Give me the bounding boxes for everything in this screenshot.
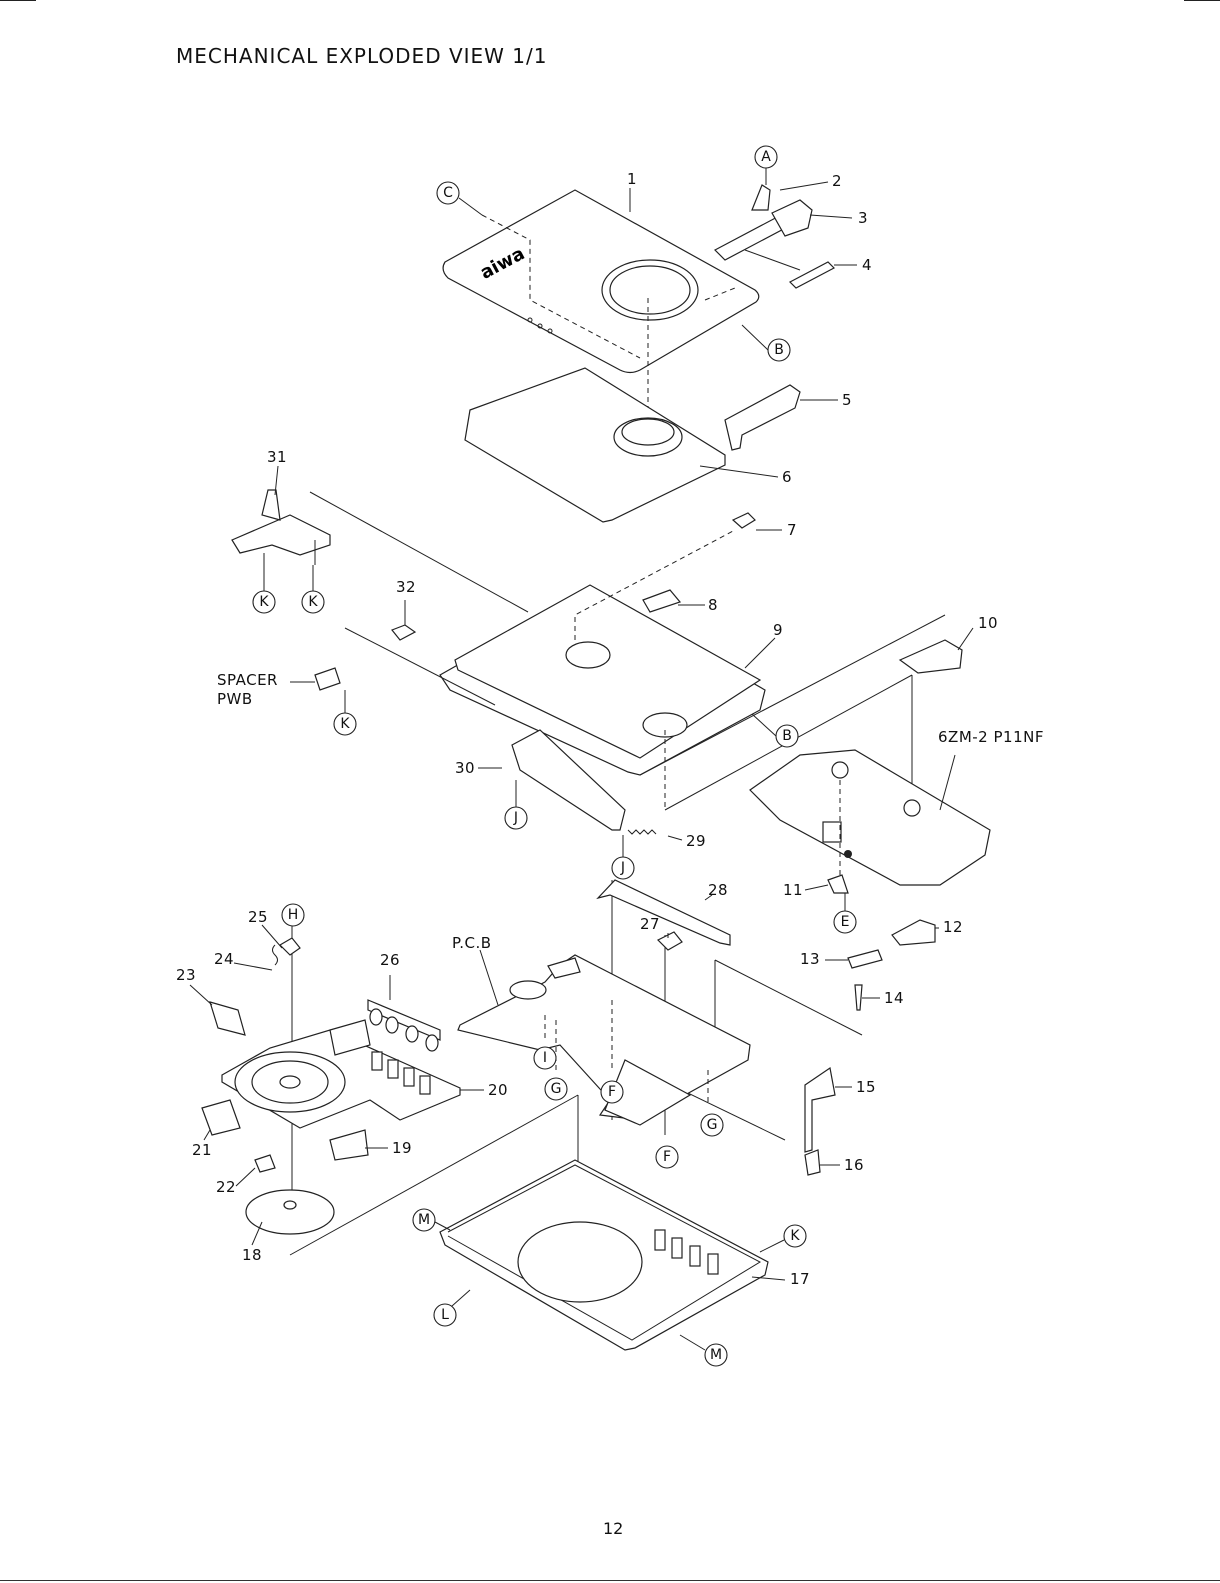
part-label-6: 6 [782,468,792,486]
part-label-25: 25 [248,908,268,926]
pickup-model-label: 6ZM-2 P11NF [938,728,1044,746]
part-label-13: 13 [800,950,820,968]
part-label-26: 26 [380,951,400,969]
connector-c: C [437,182,459,204]
svg-text:K: K [790,1228,800,1244]
part-label-2: 2 [832,172,842,190]
connector-b-chassis: B [776,725,798,747]
connector-h: H [282,904,304,926]
part-label-29: 29 [686,832,706,850]
part-27-bracket [658,932,682,950]
part-label-10: 10 [978,614,998,632]
connector-i: I [534,1047,556,1069]
part-20-switch-board [222,1020,460,1128]
svg-text:G: G [551,1081,562,1097]
svg-text:B: B [774,342,784,358]
part-label-12: 12 [943,918,963,936]
part-label-23: 23 [176,966,196,984]
part-label-5: 5 [842,391,852,409]
connector-g-left: G [545,1078,567,1100]
connector-l: L [434,1304,456,1326]
bottom-rule [0,1580,1220,1581]
svg-text:L: L [441,1307,449,1323]
part-31-bracket [232,490,330,565]
svg-text:E: E [841,914,850,930]
part-label-22: 22 [216,1178,236,1196]
svg-text:H: H [288,907,299,923]
part-label-21: 21 [192,1141,212,1159]
part-label-9: 9 [773,621,783,639]
connector-k-1: K [253,591,275,613]
parts-2-4-hinge-assembly [715,185,834,288]
pcb-label: P.C.B [452,934,492,952]
pwb-label: PWB [217,690,253,708]
part-label-1: 1 [627,170,637,188]
connector-j-lower: J [612,857,634,879]
part-label-30: 30 [455,759,475,777]
svg-text:M: M [710,1347,722,1363]
connector-k-2: K [302,591,324,613]
svg-text:G: G [707,1117,718,1133]
svg-text:I: I [543,1050,547,1066]
part-label-20: 20 [488,1081,508,1099]
connector-k-4: K [784,1225,806,1247]
part-label-3: 3 [858,209,868,227]
part-17-bottom-cover [440,1160,768,1350]
connector-e: E [834,911,856,933]
svg-text:F: F [608,1084,616,1100]
svg-text:B: B [782,728,792,744]
connector-g-right: G [701,1114,723,1136]
part-label-31: 31 [267,448,287,466]
connector-m-upper: M [413,1209,435,1231]
optical-pickup-assembly [750,750,990,885]
svg-text:J: J [620,860,625,876]
part-label-4: 4 [862,256,872,274]
part-29-spring [628,830,656,834]
part-label-7: 7 [787,521,797,539]
svg-text:J: J [513,810,518,826]
svg-text:K: K [259,594,269,610]
connector-j-upper: J [505,807,527,829]
part-5-bracket [725,385,800,450]
svg-text:F: F [663,1149,671,1165]
part-label-19: 19 [392,1139,412,1157]
part-label-28: 28 [708,881,728,899]
svg-text:A: A [761,149,771,165]
part-label-18: 18 [242,1246,262,1264]
part-label-17: 17 [790,1270,810,1288]
part-label-27: 27 [640,915,660,933]
page-number: 12 [603,1519,623,1538]
svg-text:K: K [340,716,350,732]
connector-f-pcb: F [601,1081,623,1103]
svg-text:K: K [308,594,318,610]
part-label-8: 8 [708,596,718,614]
svg-text:C: C [443,185,453,201]
svg-text:M: M [418,1212,430,1228]
part-label-16: 16 [844,1156,864,1174]
spacer-label: SPACER [217,671,278,689]
part-6-shield-plate [465,368,725,522]
connector-f-lower: F [656,1146,678,1168]
connector-a: A [755,146,777,168]
connector-b-top: B [768,339,790,361]
part-label-14: 14 [884,989,904,1007]
connector-k-3: K [334,713,356,735]
part-label-15: 15 [856,1078,876,1096]
part-label-11: 11 [783,881,803,899]
part-label-32: 32 [396,578,416,596]
part-label-24: 24 [214,950,234,968]
part-26-button-set [368,1000,440,1051]
connector-m-lower: M [705,1344,727,1366]
small-parts-right [805,875,935,1175]
